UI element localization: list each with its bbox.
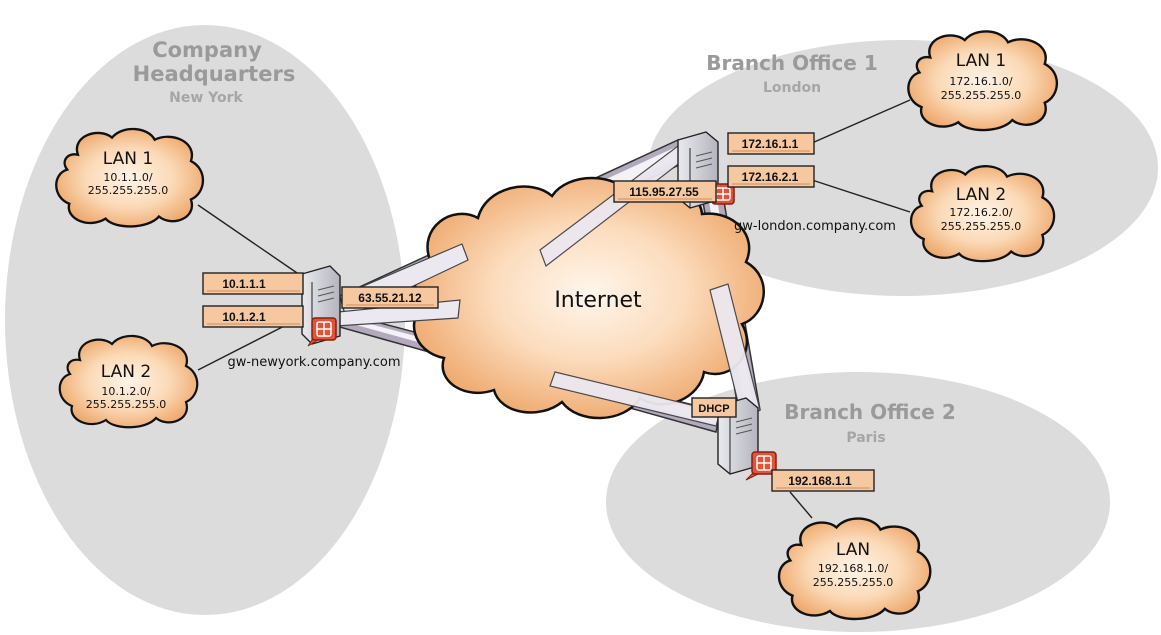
branch1-title-block: Branch Office 1 London [706,51,878,96]
branch1-title: Branch Office 1 [706,51,878,75]
paris-external-dhcp: DHCP [698,403,729,415]
hq-lan2-name: LAN 2 [101,362,151,382]
paris-lan-ip-tag: 192.168.1.1 [771,469,875,492]
hq-location: New York [169,90,243,106]
hq-lan1-ip: 10.1.1.1 [222,277,266,291]
paris-dhcp-tag: DHCP [691,397,737,418]
hq-lan2-ip-tag: 10.1.2.1 [202,305,304,328]
headquarters-title-block: Company Headquarters New York [133,38,296,106]
hq-lan1-cloud: LAN 1 10.1.1.0/ 255.255.255.0 [55,127,205,228]
branch2-title-block: Branch Office 2 Paris [784,400,956,446]
london-lan2-ip: 172.16.2.1 [742,170,799,184]
link-hq-lan1 [197,204,301,276]
hq-lan1-network: 10.1.1.0/ [103,171,152,184]
london-lan2-ip-tag: 172.16.2.1 [727,165,815,188]
hq-gateway: 10.1.1.1 10.1.2.1 63.55.21.12 gw-newyork… [202,265,439,370]
link-paris-lan [789,491,813,519]
london-router-badge-icon [711,183,735,205]
london-lan2-mask: 255.255.255.0 [941,220,1021,233]
branch1-location: London [763,80,821,96]
hq-external-ip-tag: 63.55.21.12 [341,286,439,309]
london-lan1-mask: 255.255.255.0 [941,89,1021,102]
branch2-title: Branch Office 2 [784,400,956,424]
hq-title-line1: Company [152,38,262,62]
hq-lan1-mask: 255.255.255.0 [88,184,168,197]
london-external-ip-tag: 115.95.27.55 [613,180,717,203]
london-lan1-ip: 172.16.1.1 [742,137,799,151]
branch2-location: Paris [846,430,885,446]
london-lan1-name: LAN 1 [956,51,1006,71]
london-lan1-network: 172.16.1.0/ [949,75,1012,88]
lan-links [197,99,911,519]
hq-title-line2: Headquarters [133,62,296,86]
hq-router-badge-icon [307,317,337,347]
hq-external-ip: 63.55.21.12 [358,291,422,305]
hq-lan1-ip-tag: 10.1.1.1 [202,272,304,295]
internet-cloud: Internet [412,176,765,420]
london-lan1-cloud: LAN 1 172.16.1.0/ 255.255.255.0 [907,30,1059,132]
hq-lan2-mask: 255.255.255.0 [86,398,166,411]
link-london-lan1 [811,99,911,144]
london-lan2-name: LAN 2 [956,185,1006,205]
paris-lan-mask: 255.255.255.0 [813,576,893,589]
hq-lan1-name: LAN 1 [103,149,153,169]
paris-gateway: DHCP 192.168.1.1 [691,397,875,492]
london-external-ip: 115.95.27.55 [629,185,699,199]
link-london-lan2 [811,179,911,213]
hq-lan2-cloud: LAN 2 10.1.2.0/ 255.255.255.0 [58,334,199,429]
london-lan2-cloud: LAN 2 172.16.2.0/ 255.255.255.0 [909,164,1056,263]
tunnel-overlays [335,145,761,427]
london-gateway: 172.16.1.1 172.16.2.1 115.95.27.55 gw-lo… [613,131,896,234]
paris-lan-ip: 192.168.1.1 [788,474,852,488]
internet-label: Internet [554,288,642,313]
paris-lan-cloud: LAN 192.168.1.0/ 255.255.255.0 [777,517,932,621]
paris-router-badge-icon [745,451,777,481]
london-gateway-host: gw-london.company.com [734,219,896,234]
hq-gateway-host: gw-newyork.company.com [227,355,400,370]
paris-lan-network: 192.168.1.0/ [818,562,888,575]
paris-lan-name: LAN [836,540,870,560]
hq-lan2-ip: 10.1.2.1 [222,310,266,324]
london-lan1-ip-tag: 172.16.1.1 [727,132,815,155]
hq-lan2-network: 10.1.2.0/ [101,385,150,398]
london-lan2-network: 172.16.2.0/ [949,206,1012,219]
